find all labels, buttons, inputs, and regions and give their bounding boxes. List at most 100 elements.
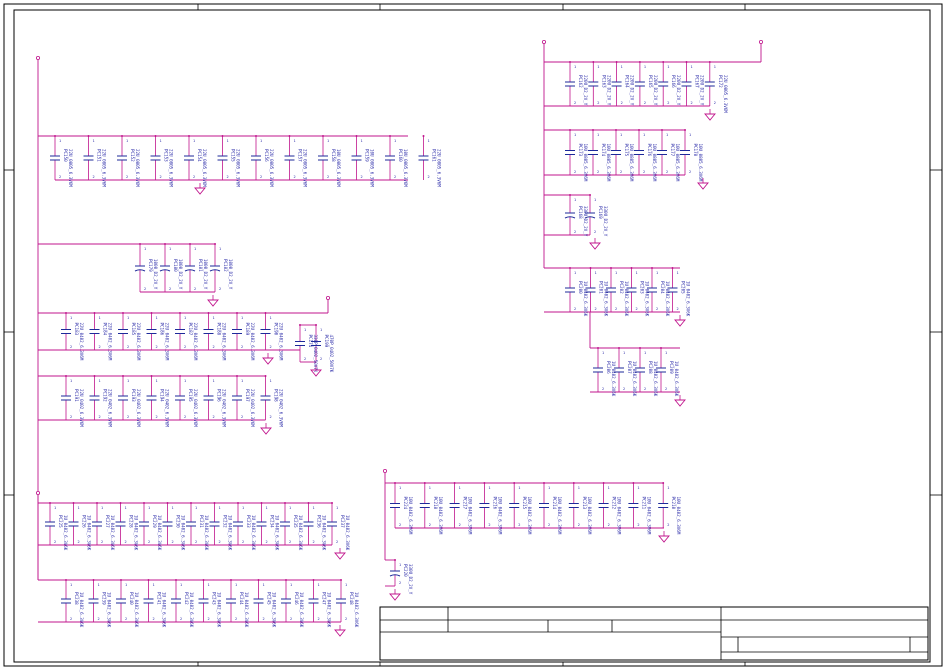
pin-number: 2: [184, 415, 186, 419]
ground-symbol: [674, 319, 686, 327]
pin-number: 1: [608, 486, 610, 490]
cap-ref-label: PC210: [671, 497, 676, 510]
cap-value-label: 10U_0805_6.3V6M: [629, 144, 634, 182]
junction-dot: [147, 579, 150, 581]
pin-number: 2: [578, 523, 580, 527]
cap-ref-label: PC165: [648, 75, 653, 88]
pin-number: 2: [594, 230, 596, 234]
pin-number: 1: [602, 351, 604, 355]
cap-value-label: 22U_0402_6.3V6M: [136, 389, 141, 427]
cap-value-label: 1U_0402_6.3V6K: [157, 515, 162, 551]
cap-value-label: 1U_0402_6.3V6K: [162, 592, 167, 628]
junction-dot: [264, 375, 267, 377]
pin-number: 2: [327, 175, 329, 179]
pin-number: 2: [597, 170, 599, 174]
cap-value-label: 1U_0402_6.3V6K: [251, 515, 256, 551]
cap-ref-label: PC180: [173, 259, 178, 272]
pin-number: 1: [98, 583, 100, 587]
pin-number: 2: [125, 617, 127, 621]
cap-ref-label: PC184: [103, 323, 108, 336]
junction-dot: [299, 324, 301, 326]
cap-value-label: 220U_D2_2V_Y: [676, 75, 681, 106]
pin-number: 1: [156, 316, 158, 320]
pin-number: 2: [160, 175, 162, 179]
pin-number: 1: [518, 486, 520, 490]
cap-ref-label: PC244: [239, 592, 244, 605]
junction-dot: [307, 502, 310, 504]
junction-dot: [618, 347, 620, 349]
pin-number: 2: [643, 170, 645, 174]
pin-number: 1: [193, 139, 195, 143]
cap-ref-label: PC173: [578, 144, 583, 157]
pin-number: 2: [399, 523, 401, 527]
pin-number: 2: [184, 345, 186, 349]
cap-value-label: 1U_0402_6.3V6K: [298, 515, 303, 551]
junction-dot: [65, 375, 67, 377]
junction-dot: [189, 243, 191, 245]
junction-dot: [684, 129, 686, 131]
cap-value-label: 22U_0805_6.3V6M: [169, 149, 174, 187]
cap-value-label: 1U_0402_6.3V6K: [686, 281, 691, 317]
pin-number: 1: [99, 379, 101, 383]
pin-number: 2: [59, 175, 61, 179]
cap-value-label: 1U_0402_6.3V6K: [134, 515, 139, 551]
junction-dot: [708, 61, 711, 63]
cap-value-label: 1U_0402_6.3V6K: [327, 592, 332, 628]
pin-number: 1: [313, 506, 315, 510]
junction-dot: [597, 347, 599, 349]
pin-number: 2: [153, 617, 155, 621]
pin-number: 1: [194, 247, 196, 251]
junction-dot: [214, 243, 216, 245]
pin-number: 1: [304, 328, 306, 332]
pin-number: 1: [101, 506, 103, 510]
cap-value-label: 22U_0805_6.3V6M: [269, 149, 274, 187]
pin-number: 1: [260, 139, 262, 143]
cap-ref-label: PC187: [188, 323, 193, 336]
cap-value-label: 22U_0805_6.3V6M: [68, 149, 73, 187]
pin-number: 2: [313, 540, 315, 544]
pin-number: 2: [636, 307, 638, 311]
pin-number: 1: [78, 506, 80, 510]
pin-number: 1: [289, 506, 291, 510]
pin-number: 1: [594, 198, 596, 202]
junction-dot: [322, 135, 324, 137]
cap-ref-label: PC216: [492, 497, 497, 510]
junction-dot: [264, 312, 267, 314]
cap-value-label: 1U_0402_6.3V6K: [611, 361, 616, 397]
junction-dot: [236, 312, 238, 314]
junction-dot: [639, 347, 641, 349]
junction-dot: [87, 135, 90, 137]
cap-value-label: 10U_0402_6.3V6M: [438, 497, 443, 535]
cap-value-label: 330U_D2_2V_Y: [603, 206, 608, 237]
cap-value-label: 1U_0402_6.3V6K: [244, 592, 249, 628]
cap-ref-label: PC164: [625, 75, 630, 88]
junction-dot: [355, 135, 358, 137]
net-port: [759, 40, 764, 45]
pin-number: 2: [144, 287, 146, 291]
cap-ref-label: PC196: [217, 389, 222, 402]
cap-value-label: 10U_0805_6.3V6M: [698, 144, 703, 182]
cap-value-label: 1000_D2_2V_Y: [153, 259, 158, 290]
pin-number: 2: [127, 415, 129, 419]
cap-value-label: 1U_0402_6.3V6K: [645, 281, 650, 317]
junction-dot: [207, 375, 210, 377]
junction-dot: [122, 312, 124, 314]
cap-value-label: 1U_0402_6.3V6K: [665, 281, 670, 317]
junction-dot: [685, 61, 688, 63]
pin-number: 2: [602, 387, 604, 391]
pin-number: 2: [597, 101, 599, 105]
cap-ref-label: PC209: [669, 361, 674, 374]
pin-number: 1: [428, 139, 430, 143]
pin-number: 1: [208, 583, 210, 587]
junction-dot: [119, 502, 122, 504]
pin-number: 2: [213, 345, 215, 349]
cap-value-label: 10U_0805_6.3V6M: [583, 144, 588, 182]
cap-value-label: 10U_0805_6.3V6M: [370, 149, 375, 187]
cap-value-label: 10U_0805_6.3V6M: [606, 144, 611, 182]
cap-value-label: 22U_0402_6.3V6M: [222, 389, 227, 427]
cap-value-label: 220U_D2_2V_Y: [606, 75, 611, 106]
cap-ref-label: PC206: [606, 361, 611, 374]
pin-number: 2: [290, 617, 292, 621]
cap-value-label: 22U_0805_6.3V6M: [437, 149, 442, 187]
pin-number: 1: [70, 379, 72, 383]
